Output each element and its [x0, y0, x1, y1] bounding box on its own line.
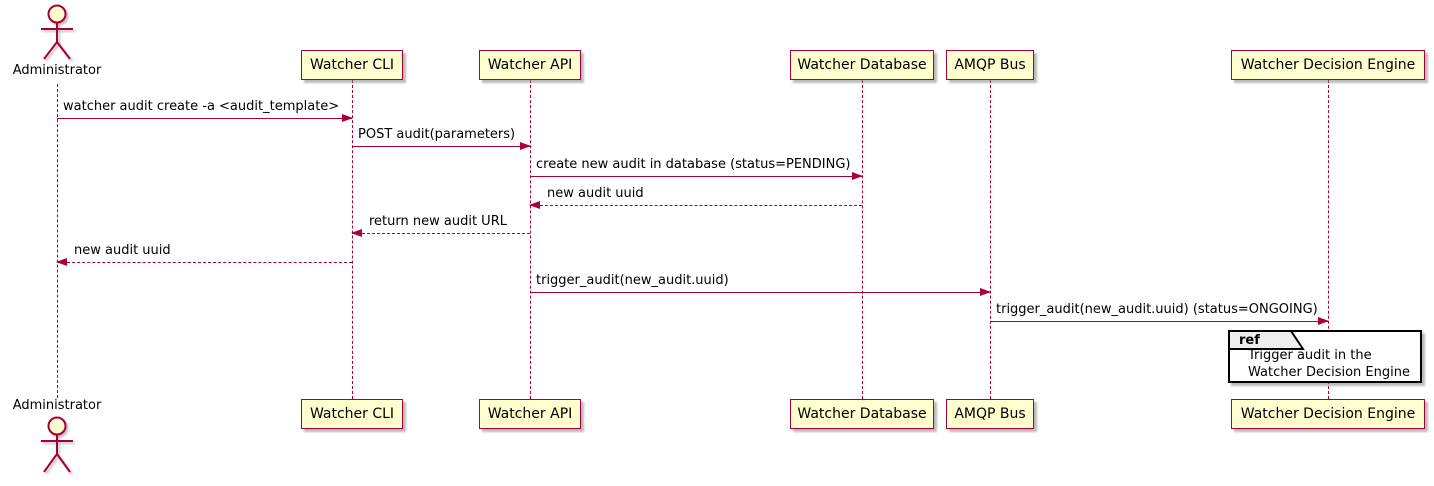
message-arrow: [351, 229, 530, 237]
participant-bottom-watcher-decision-engine: Watcher Decision Engine: [1231, 399, 1425, 429]
message-label: new audit uuid: [74, 243, 171, 258]
lifeline-watcher-database: [862, 80, 863, 399]
message-create-audit-db: create new audit in database (status=PEN…: [530, 157, 863, 180]
message-new-audit-uuid-db: new audit uuid: [529, 186, 862, 209]
arrowhead-right-icon: [980, 288, 991, 296]
ref-tab-icon: [1228, 330, 1306, 354]
message-arrow: [530, 172, 863, 180]
ref-fragment: ref Trigger audit in the Watcher Decisio…: [1228, 330, 1422, 383]
participant-bottom-amqp-bus: AMQP Bus: [946, 399, 1034, 429]
message-label: POST audit(parameters): [358, 127, 516, 142]
arrowhead-right-icon: [852, 172, 863, 180]
participant-bottom-watcher-database: Watcher Database: [790, 399, 934, 429]
message-label: return new audit URL: [369, 214, 507, 229]
participant-bottom-watcher-api: Watcher API: [479, 399, 581, 429]
lifeline-watcher-api: [530, 80, 531, 399]
message-arrow: [56, 258, 352, 266]
participant-label: Watcher Database: [797, 406, 927, 422]
message-trigger-audit: trigger_audit(new_audit.uuid): [530, 273, 991, 296]
participant-top-watcher-database: Watcher Database: [790, 50, 934, 80]
lifeline-watcher-decision-engine: [1328, 80, 1329, 399]
message-new-audit-uuid-admin: new audit uuid: [56, 243, 352, 266]
participant-label: Watcher Decision Engine: [1240, 57, 1416, 73]
lifeline-administrator: [57, 84, 58, 398]
arrowhead-right-icon: [1318, 317, 1329, 325]
participant-label: Watcher API: [487, 57, 573, 73]
message-label: trigger_audit(new_audit.uuid) (status=ON…: [996, 302, 1318, 317]
message-label: watcher audit create -a <audit_template>: [63, 99, 340, 114]
arrowhead-left-icon: [529, 201, 540, 209]
message-arrow: [352, 142, 531, 150]
actor-label-bottom: Administrator: [12, 398, 102, 413]
participant-top-watcher-cli: Watcher CLI: [301, 50, 403, 80]
participant-label: Watcher API: [487, 406, 573, 422]
message-arrow: [57, 114, 353, 122]
message-label: create new audit in database (status=PEN…: [536, 157, 851, 172]
actor-icon: [35, 4, 79, 66]
participant-label: AMQP Bus: [954, 406, 1026, 422]
participant-label: Watcher CLI: [309, 57, 395, 73]
participant-top-watcher-api: Watcher API: [479, 50, 581, 80]
ref-text-line: Trigger audit in the: [1248, 348, 1372, 363]
ref-tag-label: ref: [1239, 333, 1260, 348]
arrowhead-right-icon: [342, 114, 353, 122]
participant-top-watcher-decision-engine: Watcher Decision Engine: [1231, 50, 1425, 80]
arrowhead-left-icon: [56, 258, 67, 266]
message-audit-create: watcher audit create -a <audit_template>: [57, 99, 353, 122]
message-label: trigger_audit(new_audit.uuid): [536, 273, 729, 288]
participant-label: Watcher Decision Engine: [1240, 406, 1416, 422]
lifeline-watcher-cli: [352, 80, 353, 399]
participant-top-amqp-bus: AMQP Bus: [946, 50, 1034, 80]
message-post-audit: POST audit(parameters): [352, 127, 531, 150]
message-arrow: [529, 201, 862, 209]
participant-label: Watcher Database: [797, 57, 927, 73]
actor-icon: [35, 415, 79, 479]
arrowhead-right-icon: [520, 142, 531, 150]
participant-label: AMQP Bus: [954, 57, 1026, 73]
lifeline-amqp-bus: [990, 80, 991, 399]
arrowhead-left-icon: [351, 229, 362, 237]
message-arrow: [530, 288, 991, 296]
ref-body: Trigger audit in the Watcher Decision En…: [1230, 332, 1420, 381]
actor-label-top: Administrator: [12, 63, 102, 78]
message-label: new audit uuid: [547, 186, 644, 201]
message-return-audit-url: return new audit URL: [351, 214, 530, 237]
message-arrow: [990, 317, 1329, 325]
ref-text-line: Watcher Decision Engine: [1248, 365, 1410, 380]
participant-label: Watcher CLI: [309, 406, 395, 422]
participant-bottom-watcher-cli: Watcher CLI: [301, 399, 403, 429]
message-trigger-audit-ongoing: trigger_audit(new_audit.uuid) (status=ON…: [990, 302, 1329, 325]
